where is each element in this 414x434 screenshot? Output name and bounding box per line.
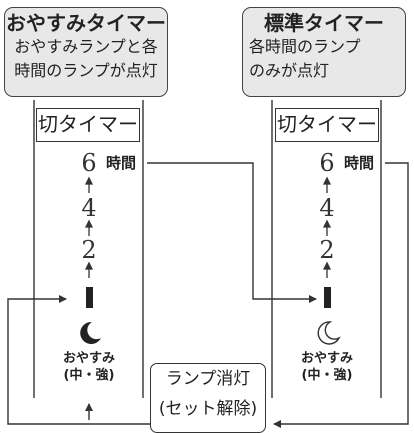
right-two-hours-number: 2 — [319, 236, 335, 264]
connector-button-to-left-bar — [7, 295, 150, 425]
connector-left6-to-right-bar — [147, 162, 317, 303]
crescent-moon-filled-icon — [80, 321, 101, 344]
right-sleep-mode-sub: (中・強) — [301, 368, 353, 383]
lamp-off-button-line1: ランプ消灯 — [165, 369, 251, 389]
left-sleep-mode-sub: (中・強) — [63, 368, 115, 383]
right-sleep-mode-label: おやすみ — [300, 351, 353, 366]
arrow-up-icon — [84, 219, 94, 228]
left-four-hours-number: 4 — [81, 194, 97, 222]
lamp-off-button-line2: (セット解除) — [158, 399, 258, 419]
sleep-timer-title: おやすみタイマー — [6, 11, 166, 35]
sleep-timer-desc-line1: おやすみランプと各 — [14, 37, 158, 56]
left-off-timer-label: 切タイマー — [36, 108, 140, 142]
left-two-hours-number: 2 — [81, 236, 97, 264]
arrow-up-icon — [322, 219, 332, 228]
arrow-up-icon — [322, 261, 332, 270]
lamp-bar-icon — [86, 287, 93, 308]
sleep-timer-desc-line2: 時間のランプが点灯 — [14, 61, 158, 80]
lamp-bar-icon — [324, 287, 331, 308]
standard-timer-header: 標準タイマー 各時間のランプ のみが点灯 — [242, 7, 406, 97]
connector-right6-to-button — [273, 162, 409, 428]
crescent-moon-outline-icon — [317, 321, 341, 345]
arrow-up-icon — [322, 176, 332, 185]
left-sleep-mode-label: おやすみ — [62, 351, 115, 366]
right-six-hours-number: 6 — [319, 149, 335, 177]
sleep-timer-header: おやすみタイマー おやすみランプと各 時間のランプが点灯 — [4, 7, 168, 97]
arrow-up-icon — [84, 261, 94, 270]
right-four-hours-number: 4 — [319, 194, 335, 222]
lamp-off-button[interactable]: ランプ消灯 (セット解除) — [150, 363, 266, 433]
standard-timer-title: 標準タイマー — [264, 11, 384, 35]
standard-timer-desc-line1: 各時間のランプ — [249, 37, 361, 56]
arrow-up-icon — [84, 176, 94, 185]
left-hours-label: 時間 — [106, 154, 137, 172]
standard-timer-desc-line2: のみが点灯 — [249, 61, 330, 80]
right-off-timer-label: 切タイマー — [275, 108, 379, 142]
right-hours-label: 時間 — [344, 154, 375, 172]
left-six-hours-number: 6 — [81, 149, 97, 177]
